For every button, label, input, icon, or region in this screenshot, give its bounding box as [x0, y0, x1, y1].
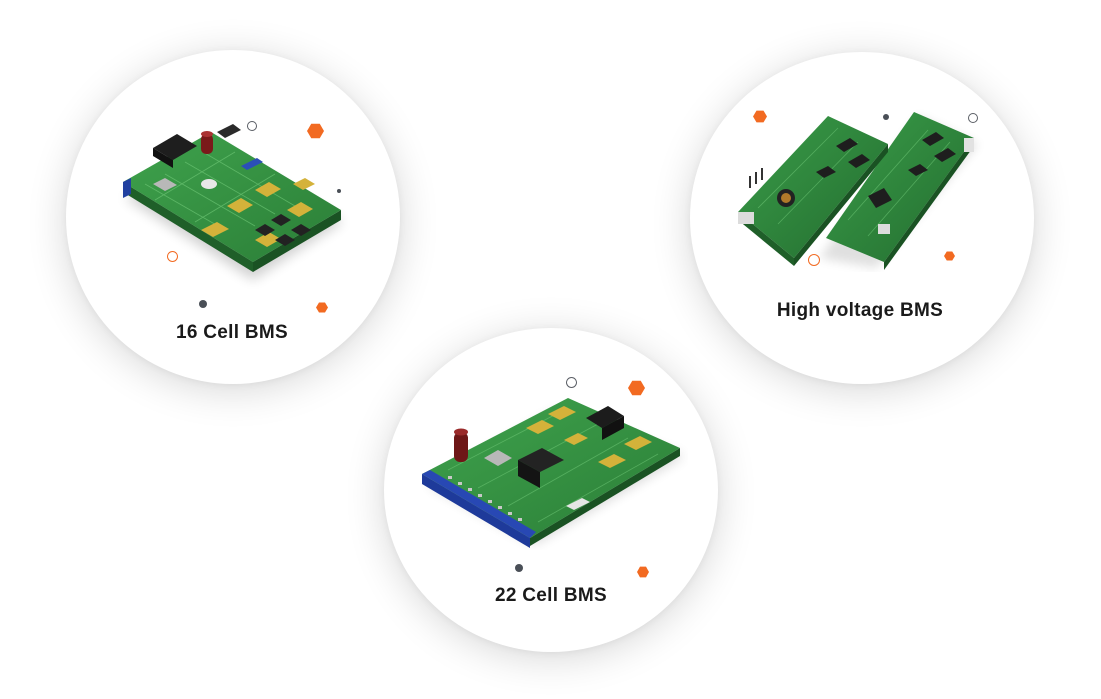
product-label-16-cell[interactable]: 16 Cell BMS [175, 322, 289, 343]
ring-decoration [566, 377, 577, 388]
ring-decoration [167, 251, 178, 262]
hexagon-decoration [316, 302, 328, 313]
dot-decoration [199, 300, 207, 308]
hexagon-decoration [944, 251, 955, 261]
ring-decoration [247, 121, 257, 131]
ring-decoration [968, 113, 978, 123]
product-label-22-cell[interactable]: 22 Cell BMS [494, 585, 608, 606]
hexagon-decoration [307, 123, 324, 139]
pcb-board-high-voltage-pair-image [738, 112, 978, 270]
dot-decoration [883, 114, 889, 120]
dot-decoration [337, 189, 341, 193]
dot-decoration [515, 564, 523, 572]
pcb-board-16-cell-image [123, 124, 343, 280]
hexagon-decoration [753, 110, 767, 123]
pcb-board-22-cell-image [422, 398, 684, 548]
product-label-high-voltage[interactable]: High voltage BMS [776, 300, 944, 321]
hexagon-decoration [637, 566, 649, 578]
ring-decoration [808, 254, 820, 266]
hexagon-decoration [628, 380, 645, 396]
